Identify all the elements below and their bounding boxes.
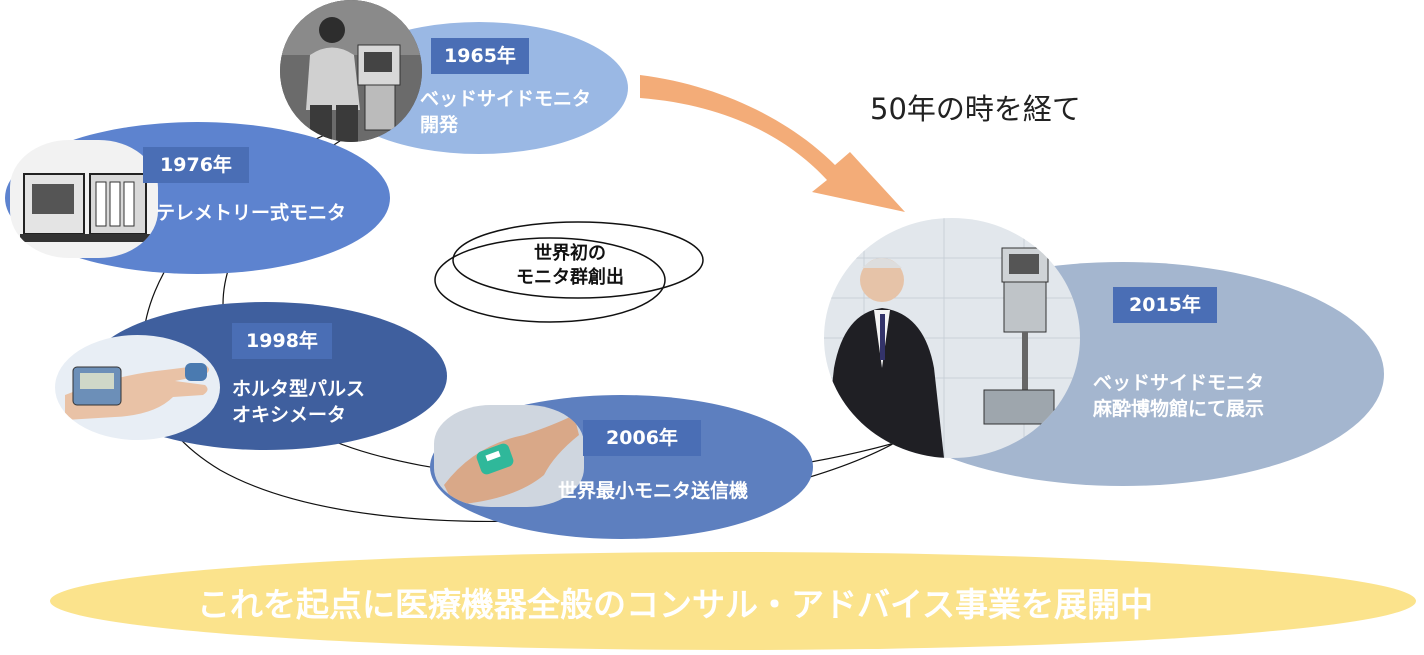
milestone-1998-label: ホルタ型パルス オキシメータ: [232, 378, 366, 426]
progress-arrow: [640, 75, 905, 212]
headline-text: 50年の時を経て: [870, 92, 1081, 126]
photo-1998-pulse-oximeter: [55, 335, 220, 440]
milestone-2015-label: ベッドサイドモニタ 麻酔博物館にて展示: [1093, 372, 1265, 420]
milestone-1965-label: ベッドサイドモニタ 開発: [420, 88, 592, 136]
center-label: 世界初の モニタ群創出: [516, 243, 624, 288]
milestone-2015-year: 2015年: [1113, 287, 1217, 323]
center-ring: [434, 221, 704, 323]
milestone-1976-label: テレメトリー式モニタ: [156, 202, 347, 224]
photo-1965-engineer: [280, 0, 422, 142]
banner-text: これを起点に医療機器全般のコンサル・アドバイス事業を展開中: [196, 585, 1153, 624]
milestone-1965-year: 1965年: [431, 38, 529, 74]
milestone-1976-year: 1976年: [143, 147, 249, 183]
photo-2015-museum-display: [824, 218, 1080, 458]
milestone-2006-year: 2006年: [583, 420, 701, 456]
photo-2006-transmitter: [434, 405, 584, 507]
photo-1976-telemetry-monitor: [10, 140, 158, 258]
banner-ellipse: [50, 552, 1416, 650]
milestone-1998-year: 1998年: [232, 323, 332, 359]
milestone-2006-label: 世界最小モニタ送信機: [558, 480, 749, 502]
